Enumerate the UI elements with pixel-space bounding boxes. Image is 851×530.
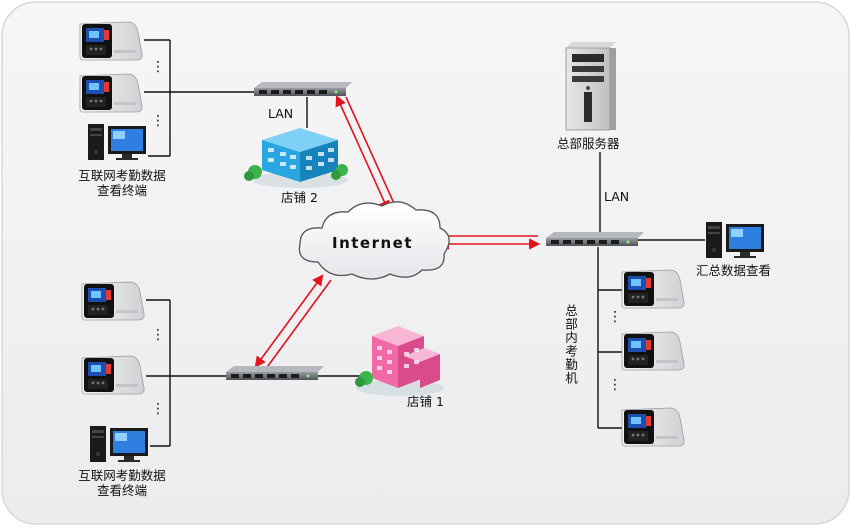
internet-cloud-icon (298, 201, 450, 280)
label-lan-left: LAN (268, 106, 294, 121)
ellipsis-top-2: ⋮ (151, 113, 165, 129)
store1-building-icon (355, 326, 444, 396)
attendance-terminal-top-2 (79, 73, 143, 113)
ellipsis-hq-2: ⋮ (608, 377, 622, 393)
label-terminal-bottom: 互联网考勤数据 查看终端 (62, 468, 182, 498)
label-summary-view: 汇总数据查看 (696, 263, 772, 278)
switch-store1 (226, 366, 324, 380)
label-lan-right: LAN (604, 189, 630, 204)
label-terminal-top-line2: 查看终端 (96, 183, 147, 198)
ellipsis-bottom-1: ⋮ (151, 327, 165, 343)
attendance-terminal-top-1 (79, 21, 143, 61)
label-hq-attendance: 总部内考勤机 (563, 304, 578, 385)
label-hq-server: 总部服务器 (557, 136, 620, 151)
attendance-terminal-hq-3 (621, 407, 685, 447)
store2-building-icon (244, 128, 348, 188)
label-terminal-bottom-line1: 互联网考勤数据 (78, 468, 166, 483)
switch-hq (546, 232, 644, 246)
attendance-terminal-bottom-2 (81, 355, 145, 395)
label-terminal-bottom-line2: 查看终端 (96, 483, 147, 498)
ellipsis-bottom-2: ⋮ (151, 401, 165, 417)
internet-links (254, 94, 541, 371)
ellipsis-hq-1: ⋮ (608, 309, 622, 325)
label-store1: 店铺 1 (407, 394, 444, 409)
label-terminal-top-line1: 互联网考勤数据 (78, 168, 166, 183)
attendance-terminal-bottom-1 (81, 281, 145, 321)
switch-store2 (254, 82, 352, 96)
ellipsis-top-1: ⋮ (151, 59, 165, 75)
label-store2: 店铺 2 (281, 190, 318, 205)
hq-server-icon (565, 42, 616, 131)
wired-connections (144, 39, 705, 447)
attendance-terminal-hq-2 (621, 331, 685, 371)
attendance-terminal-hq-1 (621, 269, 685, 309)
label-internet: Internet (332, 234, 414, 252)
label-terminal-top: 互联网考勤数据 查看终端 (62, 168, 182, 198)
